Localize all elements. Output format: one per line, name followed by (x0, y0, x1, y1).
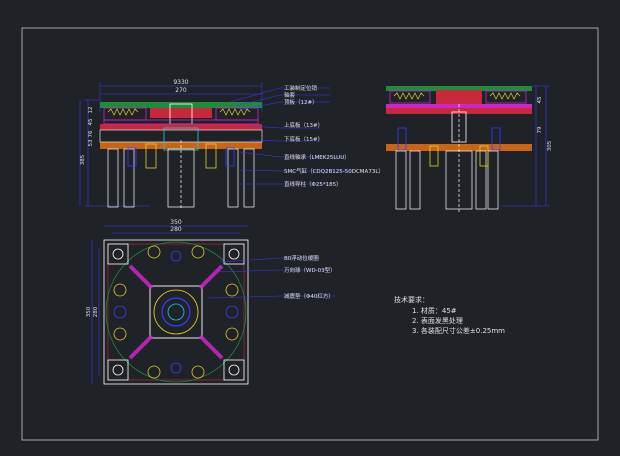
front-dim-inner: 270 (175, 87, 187, 94)
tech-note-1: 1. 材质：45# (412, 306, 457, 315)
front-dim-left-3: 76 (88, 130, 94, 137)
front-dim-left-1: 12 (88, 107, 94, 114)
side-view: 45 79 305 (386, 85, 553, 212)
drawing-border (21, 27, 599, 441)
tech-notes-title: 技术要求： (394, 295, 429, 304)
callout-lower-base: 下底板（15#） (284, 135, 323, 143)
callout-smc-cylinder: SMC气缸（CDQ2B125-50DCMA73L） (284, 167, 384, 175)
callout-locating-pin: 工装制定位销 (284, 84, 318, 92)
callout-ball-transfer: 万向球（WD-03型） (284, 266, 336, 274)
front-dim-total: 9330 (173, 79, 188, 86)
front-dim-left-2: 45 (88, 118, 94, 125)
callout-top-plate: 顶板（12#） (284, 98, 318, 106)
callout-bushing: 轴套 (284, 91, 296, 99)
tech-notes: 技术要求： 1. 材质：45# 2. 表面发黑处理 3. 各装配尺寸公差±0.2… (394, 295, 505, 335)
side-dim-right-3: 305 (547, 140, 553, 151)
tech-note-2: 2. 表面发黑处理 (412, 316, 463, 325)
callout-float-ring: B0浮动位缓圈 (284, 254, 319, 262)
top-dim-left-outer: 350 (86, 306, 92, 317)
front-dim-left-5: 385 (80, 154, 86, 165)
side-dim-right-2: 79 (537, 126, 543, 133)
side-dim-right-1: 45 (537, 96, 543, 103)
callout-damper-pad: 减震垫（Φ40红方） (284, 292, 334, 300)
top-dim-left-inner: 280 (93, 306, 99, 317)
front-dim-left-4: 53 (88, 139, 94, 146)
callout-linear-bearing: 直线轴承（LMEK25LUU） (284, 153, 350, 161)
callout-guide-post: 直线导柱（Φ25*185） (284, 180, 342, 188)
top-dim-inner: 280 (170, 226, 182, 233)
callout-upper-base: 上底板（13#） (284, 121, 323, 129)
tech-note-3: 3. 各装配尺寸公差±0.25mm (412, 326, 505, 335)
top-view: 350 280 350 280 (86, 219, 336, 385)
front-view: 9330 270 12 45 76 53 385 (79, 79, 384, 210)
top-dim-outer: 350 (170, 219, 182, 226)
